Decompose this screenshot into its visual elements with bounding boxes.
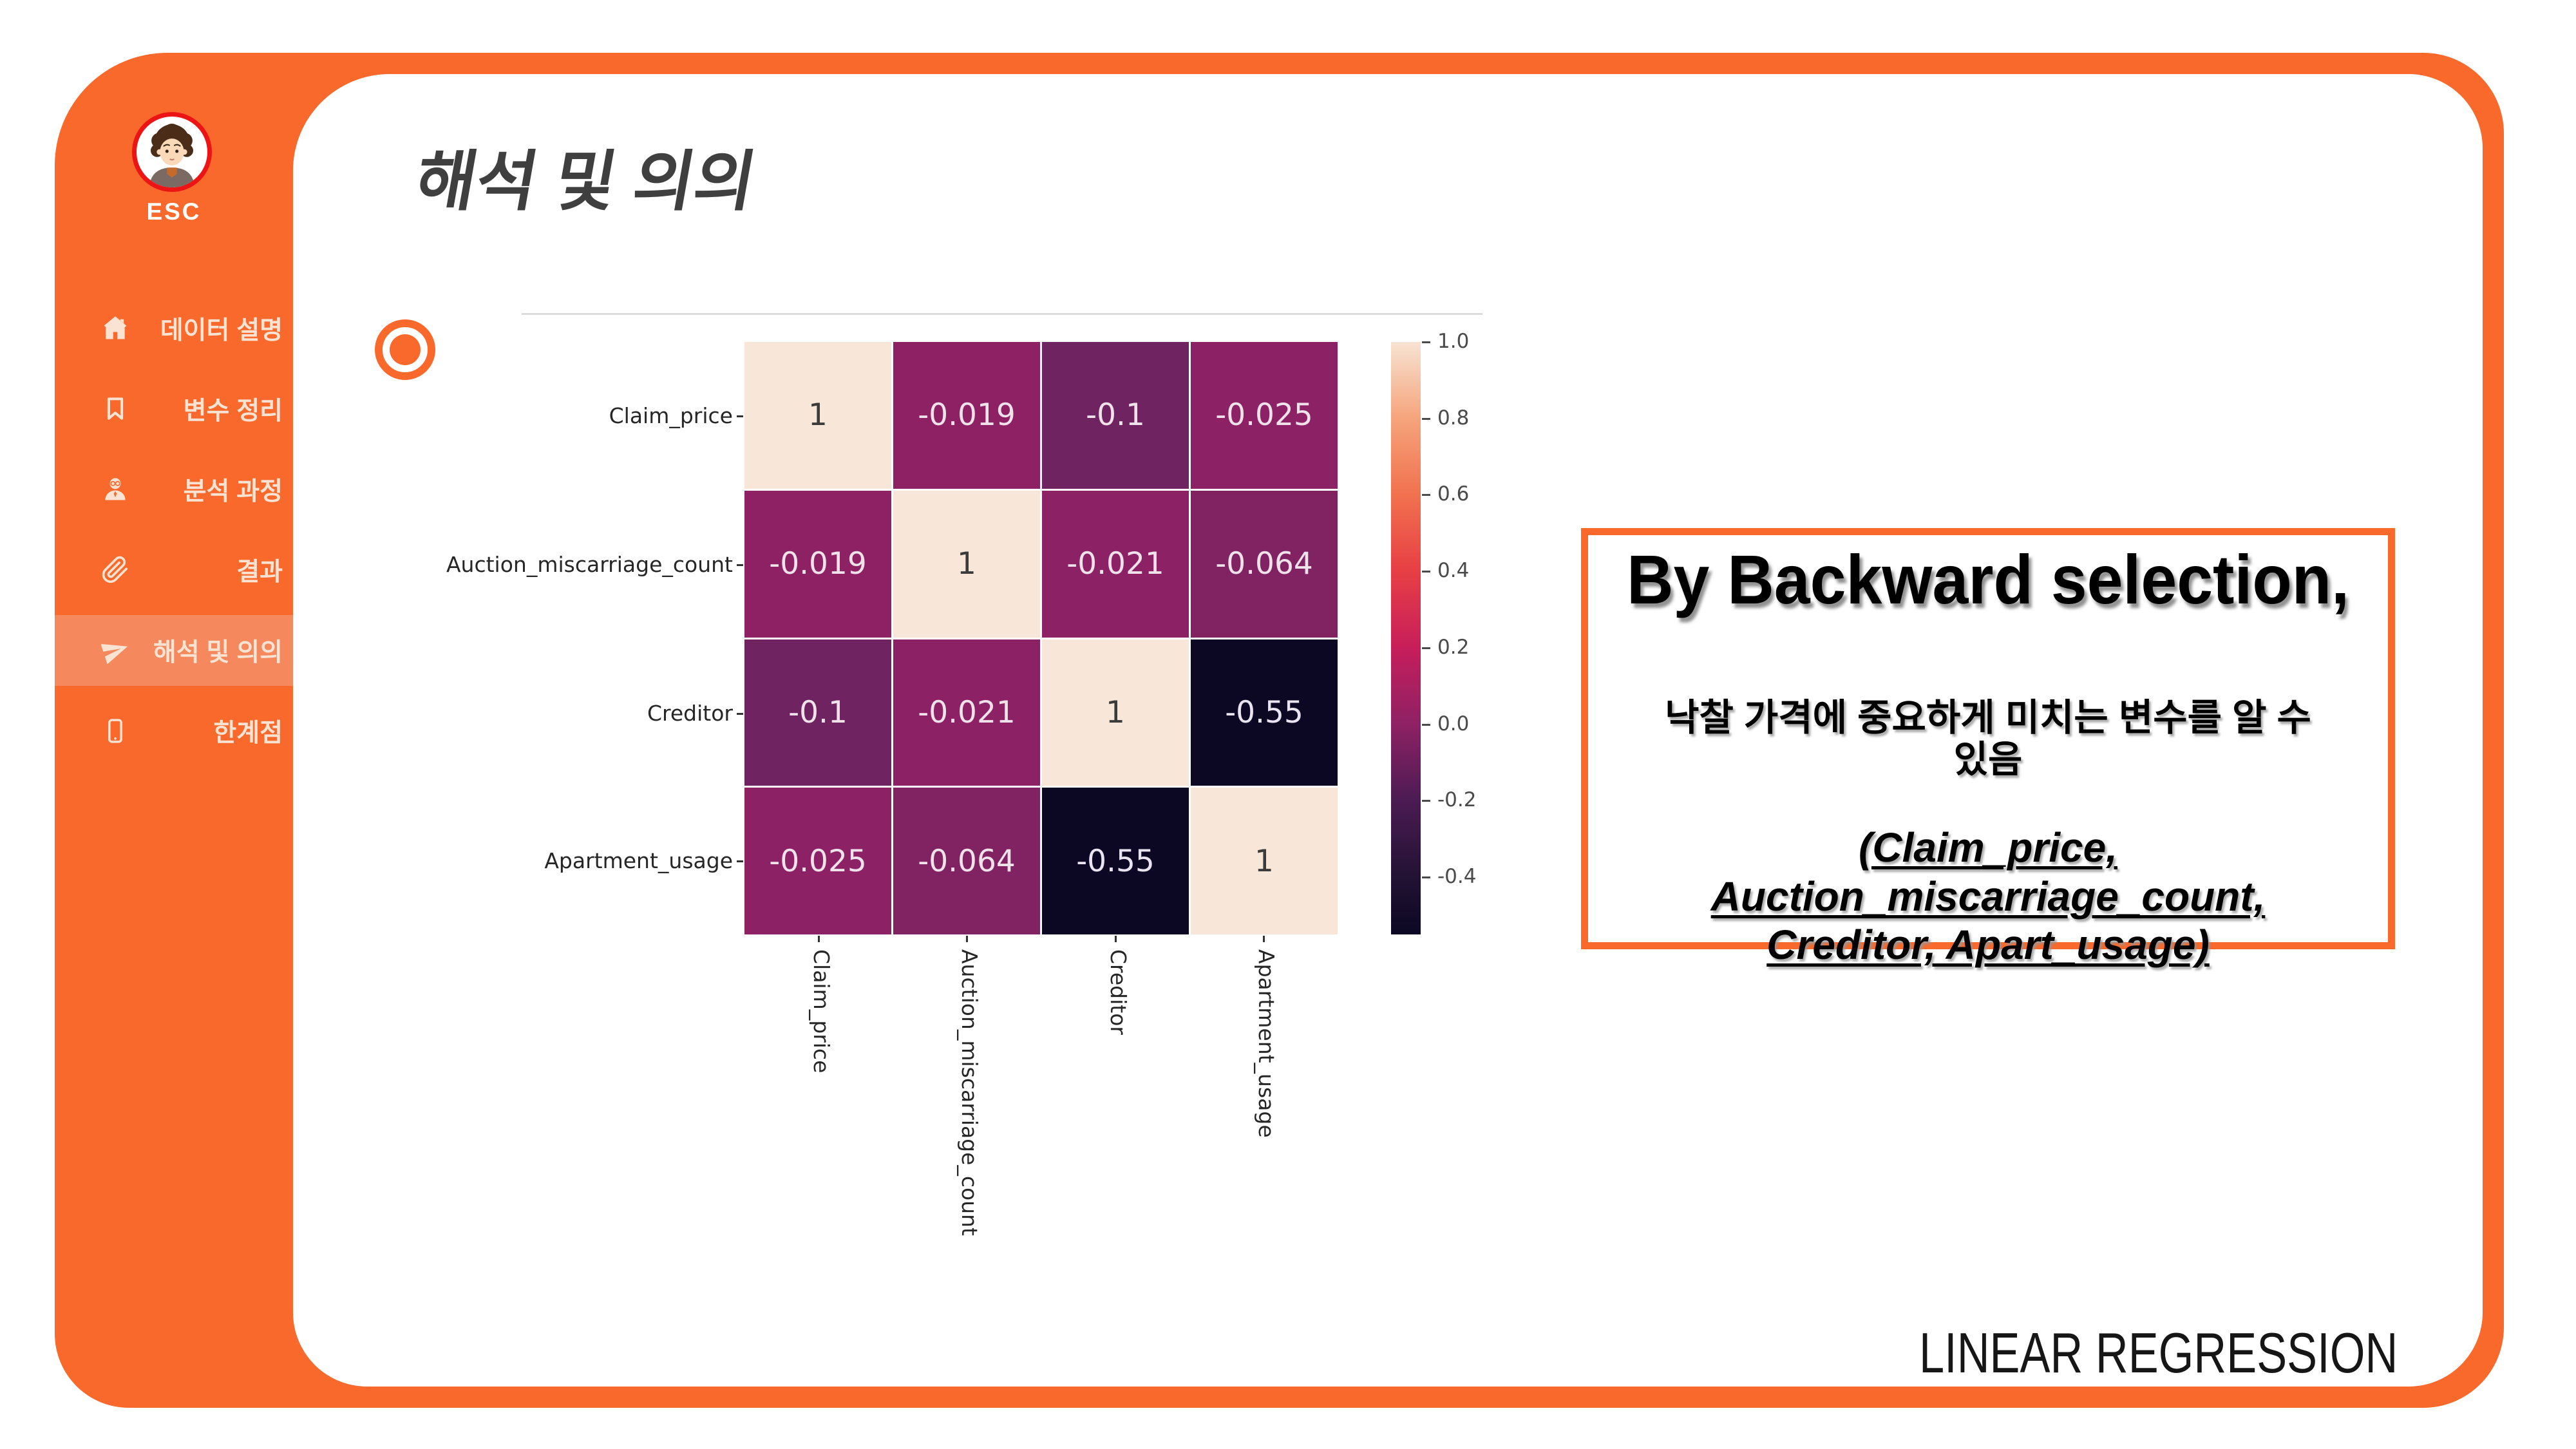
heatmap-cell: -0.064	[1191, 490, 1338, 638]
colorbar-tick-label: 0.6	[1437, 482, 1470, 506]
bullet-ring-dot	[390, 334, 421, 365]
callout-body-line: 낙찰 가격에 중요하게 미치는 변수를 알 수	[1665, 697, 2311, 739]
x-axis-label: Apartment_usage	[1254, 949, 1279, 1138]
callout-list-line: (Claim_price,	[1859, 824, 2117, 871]
callout-variable-list: (Claim_price, Auction_miscarriage_count,…	[1588, 824, 2388, 970]
x-axis-label: Creditor	[1106, 949, 1131, 1035]
heatmap-cell: -0.025	[1191, 342, 1338, 489]
sidebar-item-label: 한계점	[213, 719, 283, 747]
colorbar-tick	[1422, 724, 1430, 726]
colorbar-tick-label: 0.4	[1437, 559, 1470, 582]
colorbar-tick-label: 0.8	[1437, 406, 1470, 430]
x-axis-label: Claim_price	[809, 949, 834, 1074]
heatmap-cell: -0.019	[744, 490, 891, 638]
x-axis-tick	[1263, 936, 1265, 942]
x-axis-tick	[818, 936, 820, 942]
heatmap-cell: 1	[1191, 788, 1338, 934]
colorbar-tick-label: -0.2	[1437, 788, 1477, 811]
colorbar-tick	[1422, 647, 1430, 649]
colorbar-tick	[1422, 494, 1430, 496]
callout-list-line: Creditor, Apart_usage)	[1766, 922, 2210, 969]
heatmap-cell: -0.1	[744, 639, 891, 786]
colorbar-tick-label: 1.0	[1437, 330, 1470, 353]
sidebar-item-limitations[interactable]: 한계점	[55, 696, 293, 766]
callout-heading: By Backward selection,	[1626, 540, 2350, 618]
y-axis-tick	[737, 860, 743, 862]
colorbar-tick	[1422, 341, 1430, 343]
paper-plane-icon	[100, 636, 129, 665]
y-axis-label: Claim_price	[609, 403, 733, 428]
sidebar-item-data-description[interactable]: 데이터 설명	[55, 293, 293, 364]
colorbar-tick-label: -0.4	[1437, 865, 1477, 888]
slide-footer: LINEAR REGRESSION	[1919, 1321, 2398, 1385]
colorbar-tick	[1422, 876, 1430, 878]
bookmark-icon	[101, 395, 129, 423]
heatmap-cell: -0.064	[893, 788, 1040, 934]
colorbar-tick-label: 0.0	[1437, 712, 1470, 735]
colorbar-tick	[1422, 571, 1430, 573]
y-axis-tick	[737, 415, 743, 417]
x-axis-tick	[966, 936, 968, 942]
sidebar-item-label: 변수 정리	[183, 397, 283, 425]
y-axis-tick	[737, 713, 743, 715]
callout-body: 낙찰 가격에 중요하게 미치는 변수를 알 수 있음	[1588, 697, 2388, 781]
x-axis-tick	[1115, 936, 1117, 942]
paperclip-icon	[101, 556, 129, 584]
colorbar-tick	[1422, 800, 1430, 802]
callout-body-line: 있음	[1953, 738, 2023, 781]
heatmap-cell: -0.025	[744, 788, 891, 934]
sidebar-item-variables[interactable]: 변수 정리	[55, 374, 293, 444]
y-axis-label: Apartment_usage	[544, 848, 733, 873]
heatmap-cell: -0.021	[893, 639, 1040, 786]
sidebar-item-label: 결과	[236, 558, 283, 586]
home-icon	[101, 314, 129, 343]
mobile-phone-icon	[101, 717, 129, 745]
heatmap-cell: 1	[744, 342, 891, 489]
heatmap-cell: 1	[893, 490, 1040, 638]
callout-list-line: Auction_miscarriage_count,	[1710, 873, 2266, 920]
colorbar-tick-label: 0.2	[1437, 636, 1470, 659]
avatar-boy-icon	[149, 124, 195, 187]
avatar-caption: ESC	[146, 198, 202, 225]
sidebar-item-analysis-process[interactable]: 분석 과정	[55, 454, 293, 525]
sidebar-item-label: 해석 및 의의	[153, 639, 283, 667]
y-axis-tick	[737, 564, 743, 566]
colorbar-tick	[1422, 418, 1430, 420]
sidebar-item-label: 데이터 설명	[160, 317, 283, 345]
analyst-person-icon	[101, 475, 129, 504]
y-axis-label: Auction_miscarriage_count	[446, 552, 733, 577]
avatar[interactable]	[132, 112, 212, 192]
x-axis-label: Auction_miscarriage_count	[957, 949, 982, 1236]
heatmap-cell: -0.019	[893, 342, 1040, 489]
correlation-heatmap: 1 -0.019 -0.1 -0.025 -0.019 1 -0.021 -0.…	[744, 342, 1338, 934]
page-title: 해석 및 의의	[410, 145, 762, 218]
heatmap-cell: -0.1	[1042, 342, 1189, 489]
sidebar-item-label: 분석 과정	[183, 478, 283, 506]
callout-box: By Backward selection, 낙찰 가격에 중요하게 미치는 변…	[1581, 528, 2395, 968]
figure-top-border	[522, 313, 1482, 315]
heatmap-cell: 1	[1042, 639, 1189, 786]
heatmap-cell: -0.021	[1042, 490, 1189, 638]
y-axis-label: Creditor	[647, 701, 733, 726]
heatmap-cell: -0.55	[1042, 788, 1189, 934]
sidebar-item-results[interactable]: 결과	[55, 535, 293, 605]
colorbar	[1391, 342, 1421, 934]
sidebar-item-interpretation[interactable]: 해석 및 의의	[55, 615, 293, 686]
bullet-ring-icon	[375, 319, 435, 380]
heatmap-cell: -0.55	[1191, 639, 1338, 786]
